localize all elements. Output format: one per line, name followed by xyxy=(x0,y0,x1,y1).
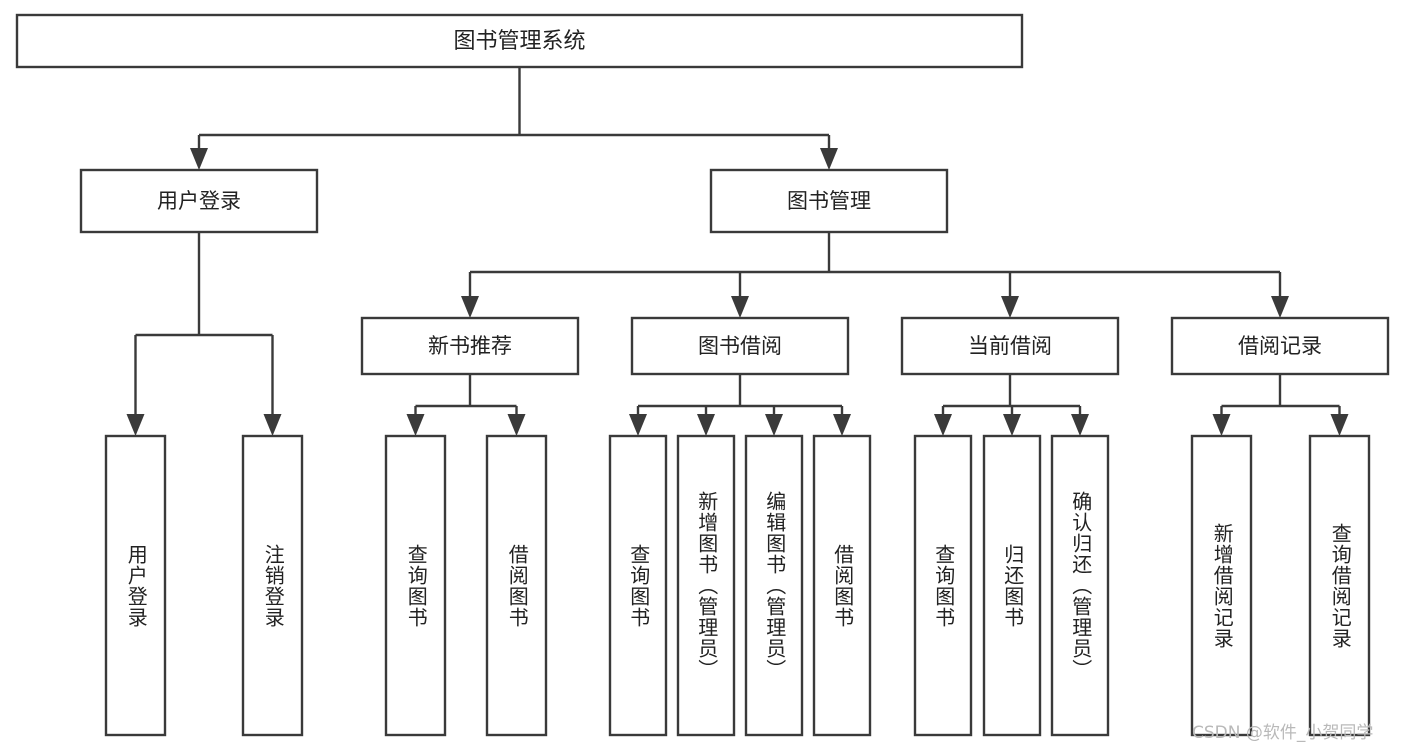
node-box-level2-0[interactable] xyxy=(79,168,319,234)
node-box-leaf-4[interactable] xyxy=(608,434,668,737)
node-box-leaf-6[interactable] xyxy=(744,434,804,737)
node-box-leaf-12[interactable] xyxy=(1308,434,1371,737)
node-box-leaf-7[interactable] xyxy=(812,434,872,737)
node-box-leaf-8[interactable] xyxy=(913,434,973,737)
node-label-level3-3: 借阅记录 xyxy=(1238,334,1322,358)
node-box-leaf-2[interactable] xyxy=(384,434,447,737)
node-box-leaf-3[interactable] xyxy=(485,434,548,737)
node-box-root[interactable] xyxy=(15,13,1024,69)
node-box-leaf-10[interactable] xyxy=(1050,434,1110,737)
node-label-level2-0: 用户登录 xyxy=(157,189,241,213)
node-box-leaf-11[interactable] xyxy=(1190,434,1253,737)
node-box-leaf-5[interactable] xyxy=(676,434,736,737)
node-box-level3-0[interactable] xyxy=(360,316,580,376)
node-label-level3-2: 当前借阅 xyxy=(968,334,1052,358)
node-box-leaf-9[interactable] xyxy=(982,434,1042,737)
connectors-layer xyxy=(126,67,1349,436)
node-box-level3-3[interactable] xyxy=(1170,316,1390,376)
boxes-layer xyxy=(15,13,1390,737)
node-box-leaf-1[interactable] xyxy=(241,434,304,737)
node-box-level3-1[interactable] xyxy=(630,316,850,376)
node-label-level3-0: 新书推荐 xyxy=(428,334,512,358)
node-label-level3-1: 图书借阅 xyxy=(698,334,782,358)
node-box-leaf-0[interactable] xyxy=(104,434,167,737)
node-label-level2-1: 图书管理 xyxy=(787,189,871,213)
node-label-root: 图书管理系统 xyxy=(453,29,585,54)
node-box-level3-2[interactable] xyxy=(900,316,1120,376)
node-box-level2-1[interactable] xyxy=(709,168,949,234)
